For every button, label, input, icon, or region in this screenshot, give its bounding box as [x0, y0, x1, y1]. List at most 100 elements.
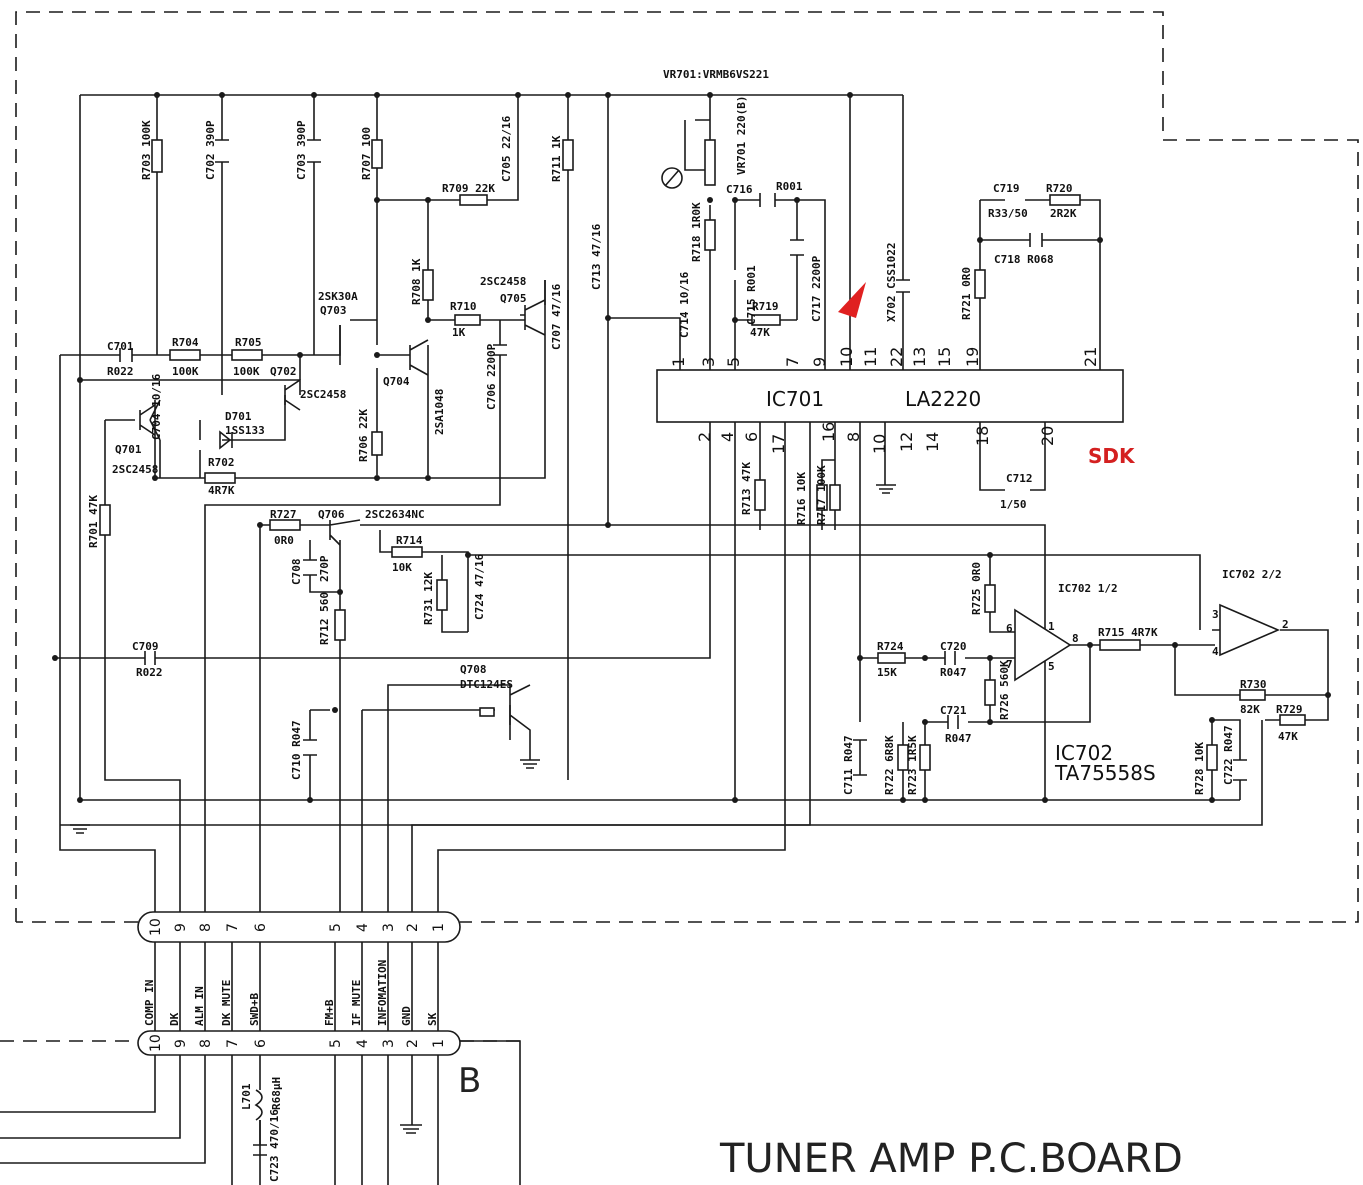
label-r711: R711 1K: [550, 135, 563, 182]
label-c701: C701: [107, 340, 134, 353]
svg-text:11: 11: [861, 347, 880, 367]
label-r705v: 100K: [233, 365, 260, 378]
label-c719: C719: [993, 182, 1020, 195]
label-r724v: 15K: [877, 666, 897, 679]
svg-text:7: 7: [225, 1039, 241, 1048]
connector-lower: [137, 1030, 461, 1056]
svg-text:19: 19: [963, 347, 982, 367]
svg-text:22: 22: [887, 347, 906, 367]
label-r718: R718 1R0K: [690, 202, 703, 262]
svg-text:SK: SK: [426, 1012, 439, 1026]
svg-text:8: 8: [1072, 632, 1079, 645]
label-r720: R720: [1046, 182, 1073, 195]
svg-text:4: 4: [355, 923, 371, 932]
svg-text:6: 6: [742, 432, 761, 442]
label-r726: R726 560K: [998, 660, 1011, 720]
svg-text:5: 5: [1048, 660, 1055, 673]
svg-text:15: 15: [935, 347, 954, 367]
label-r723: R723 1R5K: [906, 735, 919, 795]
label-r706: R706 22K: [357, 409, 370, 462]
svg-text:14: 14: [923, 432, 942, 452]
svg-text:10: 10: [148, 918, 164, 936]
label-c713: C713 47/16: [590, 223, 603, 290]
svg-text:13: 13: [910, 347, 929, 367]
label-r717: R717 100K: [815, 465, 828, 525]
connector-lower-pins: 10 9 8 7 6 5 4 3 2 1: [148, 1034, 447, 1052]
svg-text:21: 21: [1081, 347, 1100, 367]
svg-text:DK MUTE: DK MUTE: [220, 980, 233, 1026]
svg-text:1: 1: [431, 1039, 447, 1048]
ic702-opamp-b: [1219, 603, 1281, 657]
svg-text:INFOMATION: INFOMATION: [376, 960, 389, 1026]
label-r705: R705: [235, 336, 262, 349]
svg-text:6: 6: [1006, 622, 1013, 635]
svg-text:1: 1: [1048, 620, 1055, 633]
ic702-half1: IC702 1/2: [1058, 582, 1118, 595]
svg-text:7: 7: [1006, 658, 1013, 671]
label-q703: Q703: [320, 304, 347, 317]
label-r703: R703 100K: [140, 120, 153, 180]
junction-dots: [52, 92, 1331, 803]
label-r710v: 1K: [452, 326, 466, 339]
label-r710: R710: [450, 300, 477, 313]
svg-text:1: 1: [431, 923, 447, 932]
label-l701v: R68µH: [270, 1077, 283, 1110]
label-1ss133: 1SS133: [225, 424, 265, 437]
label-vr701r: VR701 220(B): [735, 96, 748, 175]
label-r729v: 47K: [1278, 730, 1298, 743]
label-c702: C702 390P: [204, 120, 217, 180]
label-r730v: 82K: [1240, 703, 1260, 716]
label-c720: C720: [940, 640, 967, 653]
label-r727: R727: [270, 508, 297, 521]
connector-upper: [137, 911, 461, 943]
label-c721: C721: [940, 704, 967, 717]
svg-text:IF MUTE: IF MUTE: [350, 980, 363, 1026]
label-r2r2k: 2R2K: [1050, 207, 1077, 220]
svg-text:3: 3: [381, 1039, 397, 1048]
svg-text:17: 17: [769, 434, 788, 454]
label-r722: R722 6R8K: [883, 735, 896, 795]
label-dtc124es: DTC124ES: [460, 678, 513, 691]
label-r714v: 10K: [392, 561, 412, 574]
label-r047b: R047: [945, 732, 972, 745]
svg-text:COMP IN: COMP IN: [143, 980, 156, 1026]
ic702-name: IC702: [1055, 741, 1113, 765]
label-c703: C703 390P: [295, 120, 308, 180]
label-r701: R701 47K: [87, 495, 100, 548]
label-c718: C718 R068: [994, 253, 1054, 266]
label-c724: C724 47/16: [473, 553, 486, 620]
label-r022a: R022: [107, 365, 134, 378]
label-c706: C706 2200P: [485, 343, 498, 410]
board-outline: [15, 11, 1359, 923]
label-r704: R704: [172, 336, 199, 349]
label-2sc2458-q701: 2SC2458: [112, 463, 158, 476]
label-c712: C712: [1006, 472, 1033, 485]
ic702-pins: 6 7 8 5 1 3 4 2: [1006, 608, 1289, 673]
label-c707: C707 47/16: [550, 283, 563, 350]
label-2sa1048: 2SA1048: [433, 389, 446, 435]
svg-text:8: 8: [844, 432, 863, 442]
ic701-top-pins: 1 3 5 7 9 10 11 22 13 15 19 21: [669, 347, 1100, 367]
label-r708: R708 1K: [410, 258, 423, 305]
resistors: [99, 139, 1306, 771]
label-l701: L701: [240, 1083, 253, 1110]
svg-text:5: 5: [328, 1039, 344, 1048]
svg-text:2: 2: [405, 1039, 421, 1048]
svg-text:10: 10: [837, 347, 856, 367]
label-c708: C708: [290, 559, 303, 586]
label-r709: R709 22K: [442, 182, 495, 195]
sdk-label: SDK: [1088, 444, 1136, 468]
svg-text:4: 4: [718, 432, 737, 442]
label-c710: C710 R047: [290, 720, 303, 780]
ic701: [656, 369, 1124, 423]
svg-text:GND: GND: [400, 1006, 413, 1026]
svg-text:10: 10: [870, 434, 889, 454]
label-c722: C722 R047: [1222, 725, 1235, 785]
svg-text:ALM IN: ALM IN: [193, 986, 206, 1026]
label-2sc2458-q705: 2SC2458: [480, 275, 526, 288]
label-r714: R714: [396, 534, 423, 547]
svg-text:8: 8: [198, 923, 214, 932]
label-r047a: R047: [940, 666, 967, 679]
label-r727v: 0R0: [274, 534, 294, 547]
